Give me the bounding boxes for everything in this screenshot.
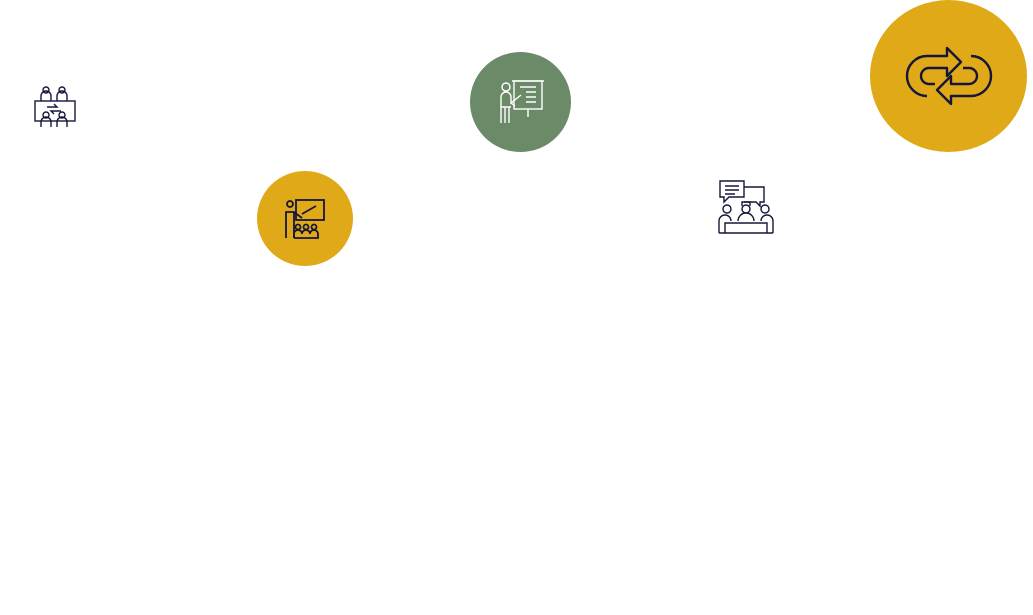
- presentation-icon-badge: [470, 52, 571, 152]
- exchange-icon-badge: [870, 0, 1027, 152]
- classroom-teacher-icon: [284, 198, 326, 240]
- group-discussion-icon: [717, 179, 775, 235]
- presentation-board-icon: [496, 77, 546, 127]
- exchange-arrows-icon: [903, 44, 995, 108]
- classroom-icon-badge: [257, 171, 353, 266]
- meeting-table-icon: [33, 85, 77, 129]
